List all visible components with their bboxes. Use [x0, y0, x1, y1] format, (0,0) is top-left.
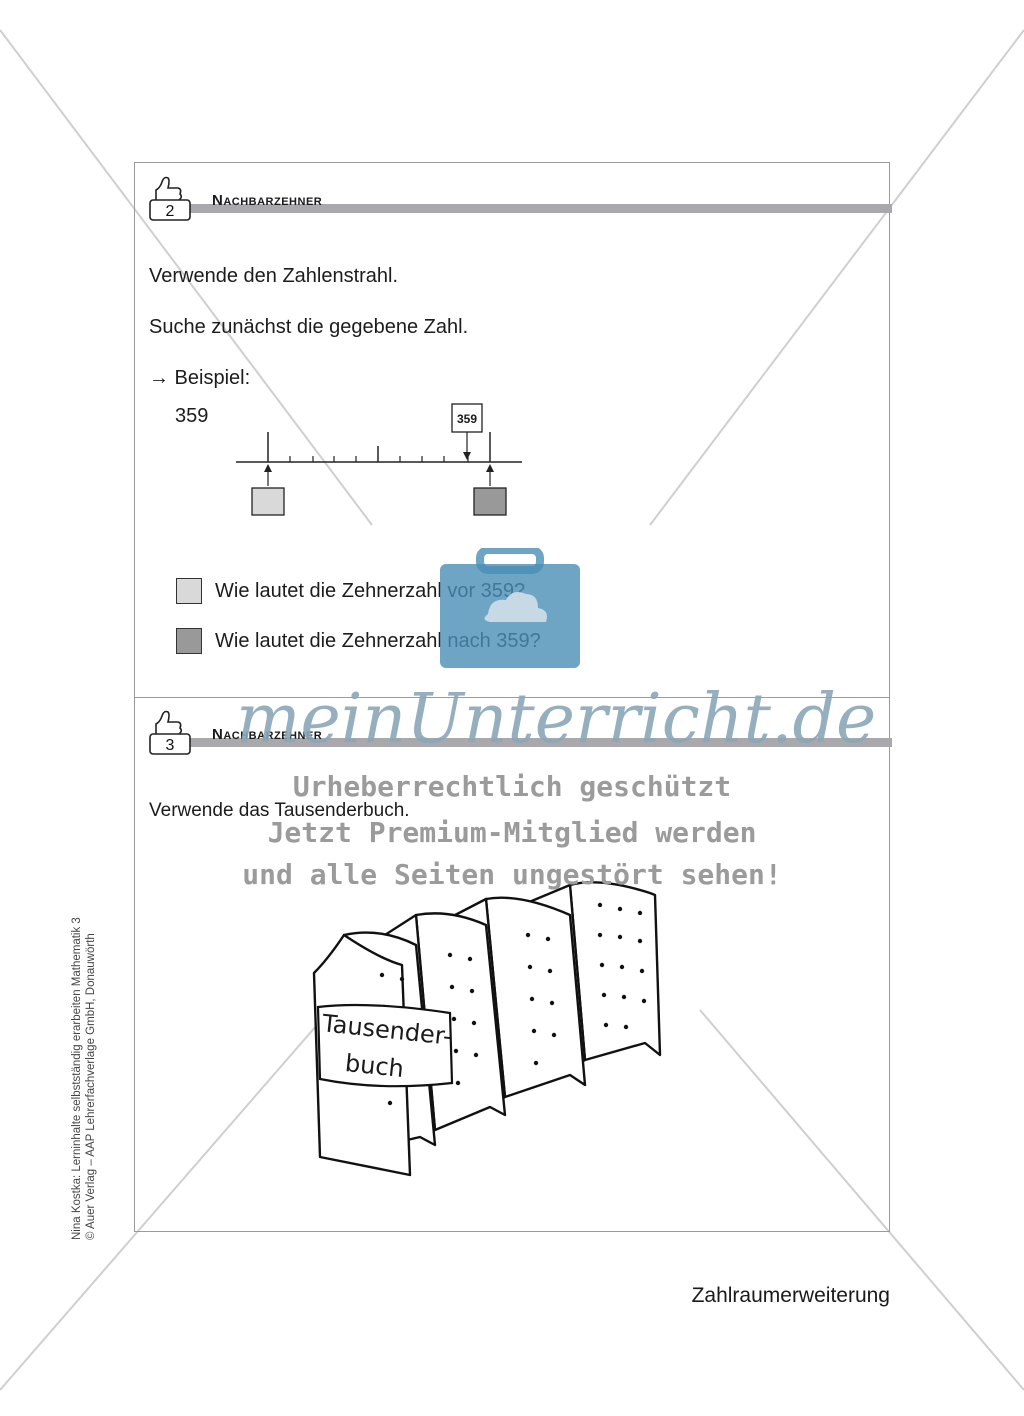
tausenderbuch-illustration	[312, 881, 662, 1177]
card-2-line-1: Verwende den Zahlenstrahl.	[149, 265, 399, 287]
watermark-brand: meinUnterricht.de	[236, 680, 877, 759]
card-2-number: 2	[166, 203, 175, 220]
card-2-header-bar	[150, 204, 892, 213]
thumbs-up-icon: 3	[149, 710, 191, 755]
question-2-box	[176, 628, 202, 654]
card-3-line-1: Verwende das Tausenderbuch.	[149, 800, 410, 821]
watermark-line-2: Jetzt Premium-Mitglied werden	[267, 816, 757, 849]
card-2-line-2: Suche zunächst die gegebene Zahl.	[149, 316, 469, 338]
number-line-marker-label: 359	[456, 412, 478, 426]
card-3	[134, 697, 890, 1232]
card-3-title: Nachbarzehner	[212, 726, 323, 743]
watermark-line-3: und alle Seiten ungestört sehen!	[242, 858, 782, 891]
card-2-example-number: 359	[175, 405, 209, 427]
question-1-box	[176, 578, 202, 604]
side-credit-line-2: © Auer Verlag – AAP Lehrerfachverlage Gm…	[85, 933, 97, 1240]
card-2-example-label: → Beispiel:	[149, 367, 251, 389]
footer-topic: Zahlraumerweiterung	[691, 1284, 890, 1307]
card-2-title: Nachbarzehner	[212, 192, 323, 209]
number-line	[236, 403, 522, 516]
card-3-header-bar	[150, 738, 892, 747]
briefcase-icon	[440, 548, 580, 668]
watermark-line-1: Urheberrechtlich geschützt	[292, 770, 732, 803]
thumbs-up-icon: 2	[149, 176, 191, 221]
card-3-number: 3	[166, 737, 175, 754]
book-label-line-2: buch	[343, 1049, 406, 1083]
side-credit: Nina Kostka: Lerninhalte selbstständig e…	[70, 917, 98, 1240]
side-credit-line-1: Nina Kostka: Lerninhalte selbstständig e…	[71, 917, 83, 1240]
